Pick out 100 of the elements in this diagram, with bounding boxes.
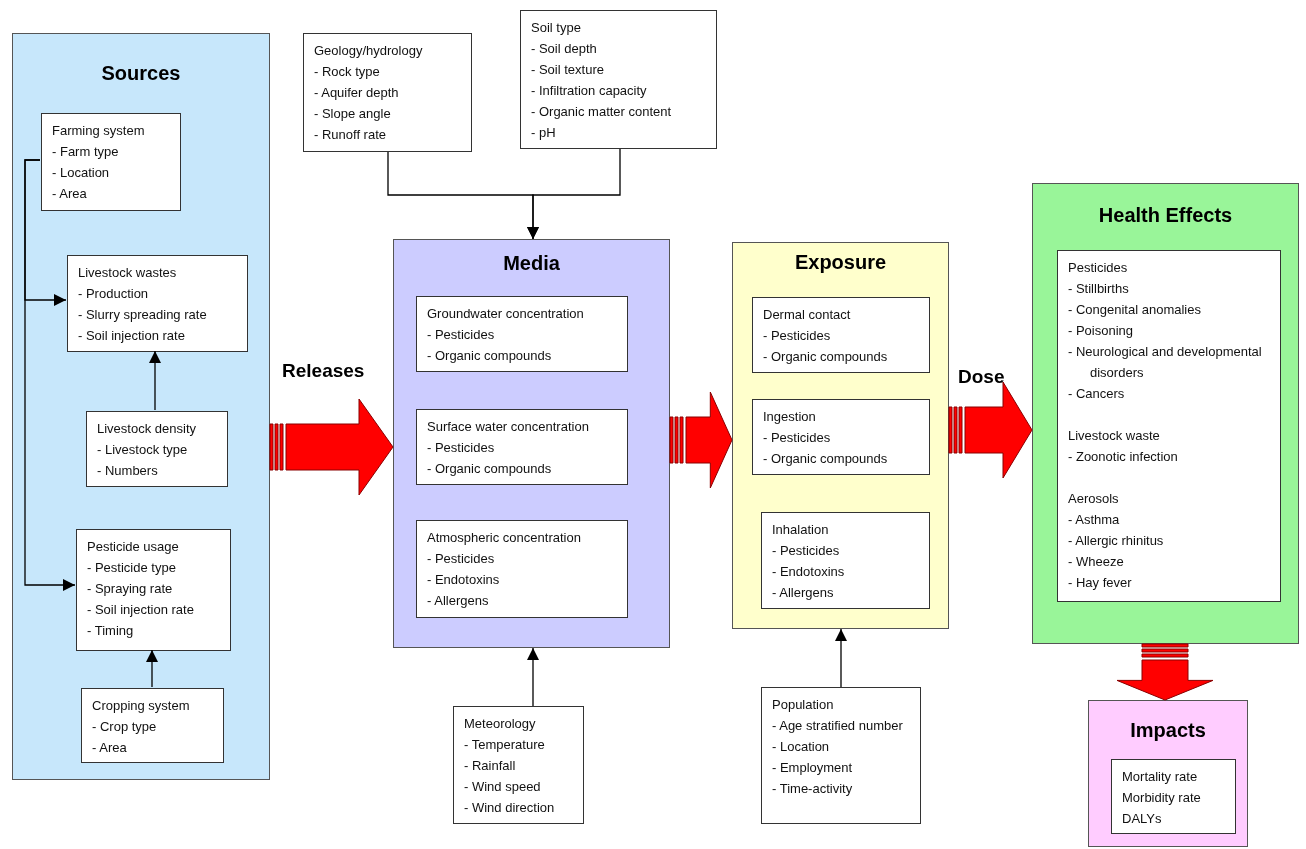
list-item: - Pesticides bbox=[427, 550, 496, 568]
list-item: - Slurry spreading rate bbox=[78, 306, 208, 324]
list-item: - Employment bbox=[772, 759, 854, 777]
list-item: - Organic compounds bbox=[763, 450, 889, 468]
parameter-box bbox=[86, 411, 228, 487]
stage-panel bbox=[12, 33, 270, 780]
box-heading: Ingestion bbox=[763, 408, 817, 426]
edge-label: Dose bbox=[958, 366, 1005, 388]
list-item: - Livestock type bbox=[97, 441, 189, 459]
box-heading: Farming system bbox=[52, 122, 146, 140]
parameter-box bbox=[416, 409, 628, 485]
list-item: - Rock type bbox=[314, 63, 381, 81]
list-item: - Organic matter content bbox=[531, 103, 673, 121]
list-item: - Soil injection rate bbox=[87, 601, 195, 619]
stage-panel bbox=[393, 239, 670, 648]
list-item: - Infiltration capacity bbox=[531, 82, 648, 100]
parameter-box bbox=[761, 687, 921, 824]
list-item: - Age stratified number bbox=[772, 717, 904, 735]
list-item: - Wheeze bbox=[1068, 553, 1125, 571]
box-heading: Groundwater concentration bbox=[427, 305, 585, 323]
list-item: - Organic compounds bbox=[427, 347, 553, 365]
block-arrow bbox=[948, 381, 1033, 479]
list-item: - Wind speed bbox=[464, 778, 542, 796]
list-item: - Wind direction bbox=[464, 799, 556, 817]
parameter-box bbox=[67, 255, 248, 352]
list-item: - Pesticides bbox=[427, 439, 496, 457]
stage-panel bbox=[732, 242, 949, 629]
parameter-box bbox=[76, 529, 231, 651]
list-item: - Pesticide type bbox=[87, 559, 177, 577]
stage-panel bbox=[1032, 183, 1299, 644]
panel-title: Media bbox=[502, 252, 561, 275]
arrow bbox=[24, 159, 76, 591]
panel-title: Sources bbox=[100, 62, 182, 85]
box-heading: Livestock wastes bbox=[78, 264, 178, 282]
parameter-box bbox=[81, 688, 224, 763]
arrow bbox=[149, 350, 161, 411]
box-heading: Atmospheric concentration bbox=[427, 529, 582, 547]
list-item: - Soil injection rate bbox=[78, 327, 186, 345]
box-heading: Inhalation bbox=[772, 521, 830, 539]
parameter-box bbox=[520, 10, 717, 149]
list-item: - Pesticides bbox=[772, 542, 841, 560]
box-heading: Cropping system bbox=[92, 697, 191, 715]
box-heading: Meteorology bbox=[464, 715, 537, 733]
panel-title: Exposure bbox=[793, 251, 888, 274]
list-item: - Endotoxins bbox=[772, 563, 846, 581]
list-item: - Farm type bbox=[52, 143, 120, 161]
arrow bbox=[527, 647, 539, 707]
box-heading: Livestock density bbox=[97, 420, 197, 438]
list-item: - Runoff rate bbox=[314, 126, 388, 144]
list-item: - Spraying rate bbox=[87, 580, 174, 598]
block-arrow bbox=[1116, 643, 1214, 701]
box-heading: Livestock waste bbox=[1068, 427, 1161, 445]
box-heading: DALYs bbox=[1122, 810, 1163, 828]
list-item: - Allergic rhinitus bbox=[1068, 532, 1165, 550]
list-item: - Asthma bbox=[1068, 511, 1121, 529]
list-item: - Temperature bbox=[464, 736, 546, 754]
parameter-box bbox=[416, 296, 628, 372]
list-item: - Pesticides bbox=[763, 327, 832, 345]
list-item: - Poisoning bbox=[1068, 322, 1135, 340]
panel-title: Impacts bbox=[1129, 719, 1207, 742]
list-item: - Slope angle bbox=[314, 105, 392, 123]
box-heading: Aerosols bbox=[1068, 490, 1120, 508]
parameter-box bbox=[761, 512, 930, 609]
parameter-box bbox=[1057, 250, 1281, 602]
arrow bbox=[835, 628, 847, 688]
list-item: - Pesticides bbox=[763, 429, 832, 447]
arrow bbox=[146, 649, 158, 688]
list-item: - Time-activity bbox=[772, 780, 854, 798]
list-item: - Aquifer depth bbox=[314, 84, 400, 102]
list-item: - Stillbirths bbox=[1068, 280, 1130, 298]
list-item: - Organic compounds bbox=[763, 348, 889, 366]
arrow bbox=[527, 148, 621, 240]
list-item: - Production bbox=[78, 285, 150, 303]
list-item: - Soil depth bbox=[531, 40, 598, 58]
block-arrow bbox=[269, 398, 394, 496]
list-item: - Allergens bbox=[427, 592, 490, 610]
panel-title: Health Effects bbox=[1097, 204, 1234, 227]
edge-label: Releases bbox=[282, 360, 365, 382]
list-item: - Cancers bbox=[1068, 385, 1126, 403]
parameter-box bbox=[453, 706, 584, 824]
box-heading: Geology/hydrology bbox=[314, 42, 424, 60]
list-item: - Soil texture bbox=[531, 61, 605, 79]
parameter-box bbox=[752, 297, 930, 373]
parameter-box bbox=[752, 399, 930, 475]
list-item: - Congenital anomalies bbox=[1068, 301, 1202, 319]
block-arrow bbox=[669, 391, 733, 489]
box-heading: Mortality rate bbox=[1122, 768, 1199, 786]
box-heading: Pesticide usage bbox=[87, 538, 180, 556]
list-item: - Neurological and developmental disorders bbox=[1068, 343, 1263, 382]
list-item: - Hay fever bbox=[1068, 574, 1133, 592]
box-heading: Dermal contact bbox=[763, 306, 852, 324]
list-item: - Crop type bbox=[92, 718, 158, 736]
list-item: - Zoonotic infection bbox=[1068, 448, 1179, 466]
box-heading: Surface water concentration bbox=[427, 418, 590, 436]
list-item: - Numbers bbox=[97, 462, 159, 480]
list-item: - Endotoxins bbox=[427, 571, 501, 589]
list-item: - Pesticides bbox=[427, 326, 496, 344]
list-item: - Location bbox=[52, 164, 111, 182]
box-heading: Soil type bbox=[531, 19, 582, 37]
parameter-box bbox=[303, 33, 472, 152]
